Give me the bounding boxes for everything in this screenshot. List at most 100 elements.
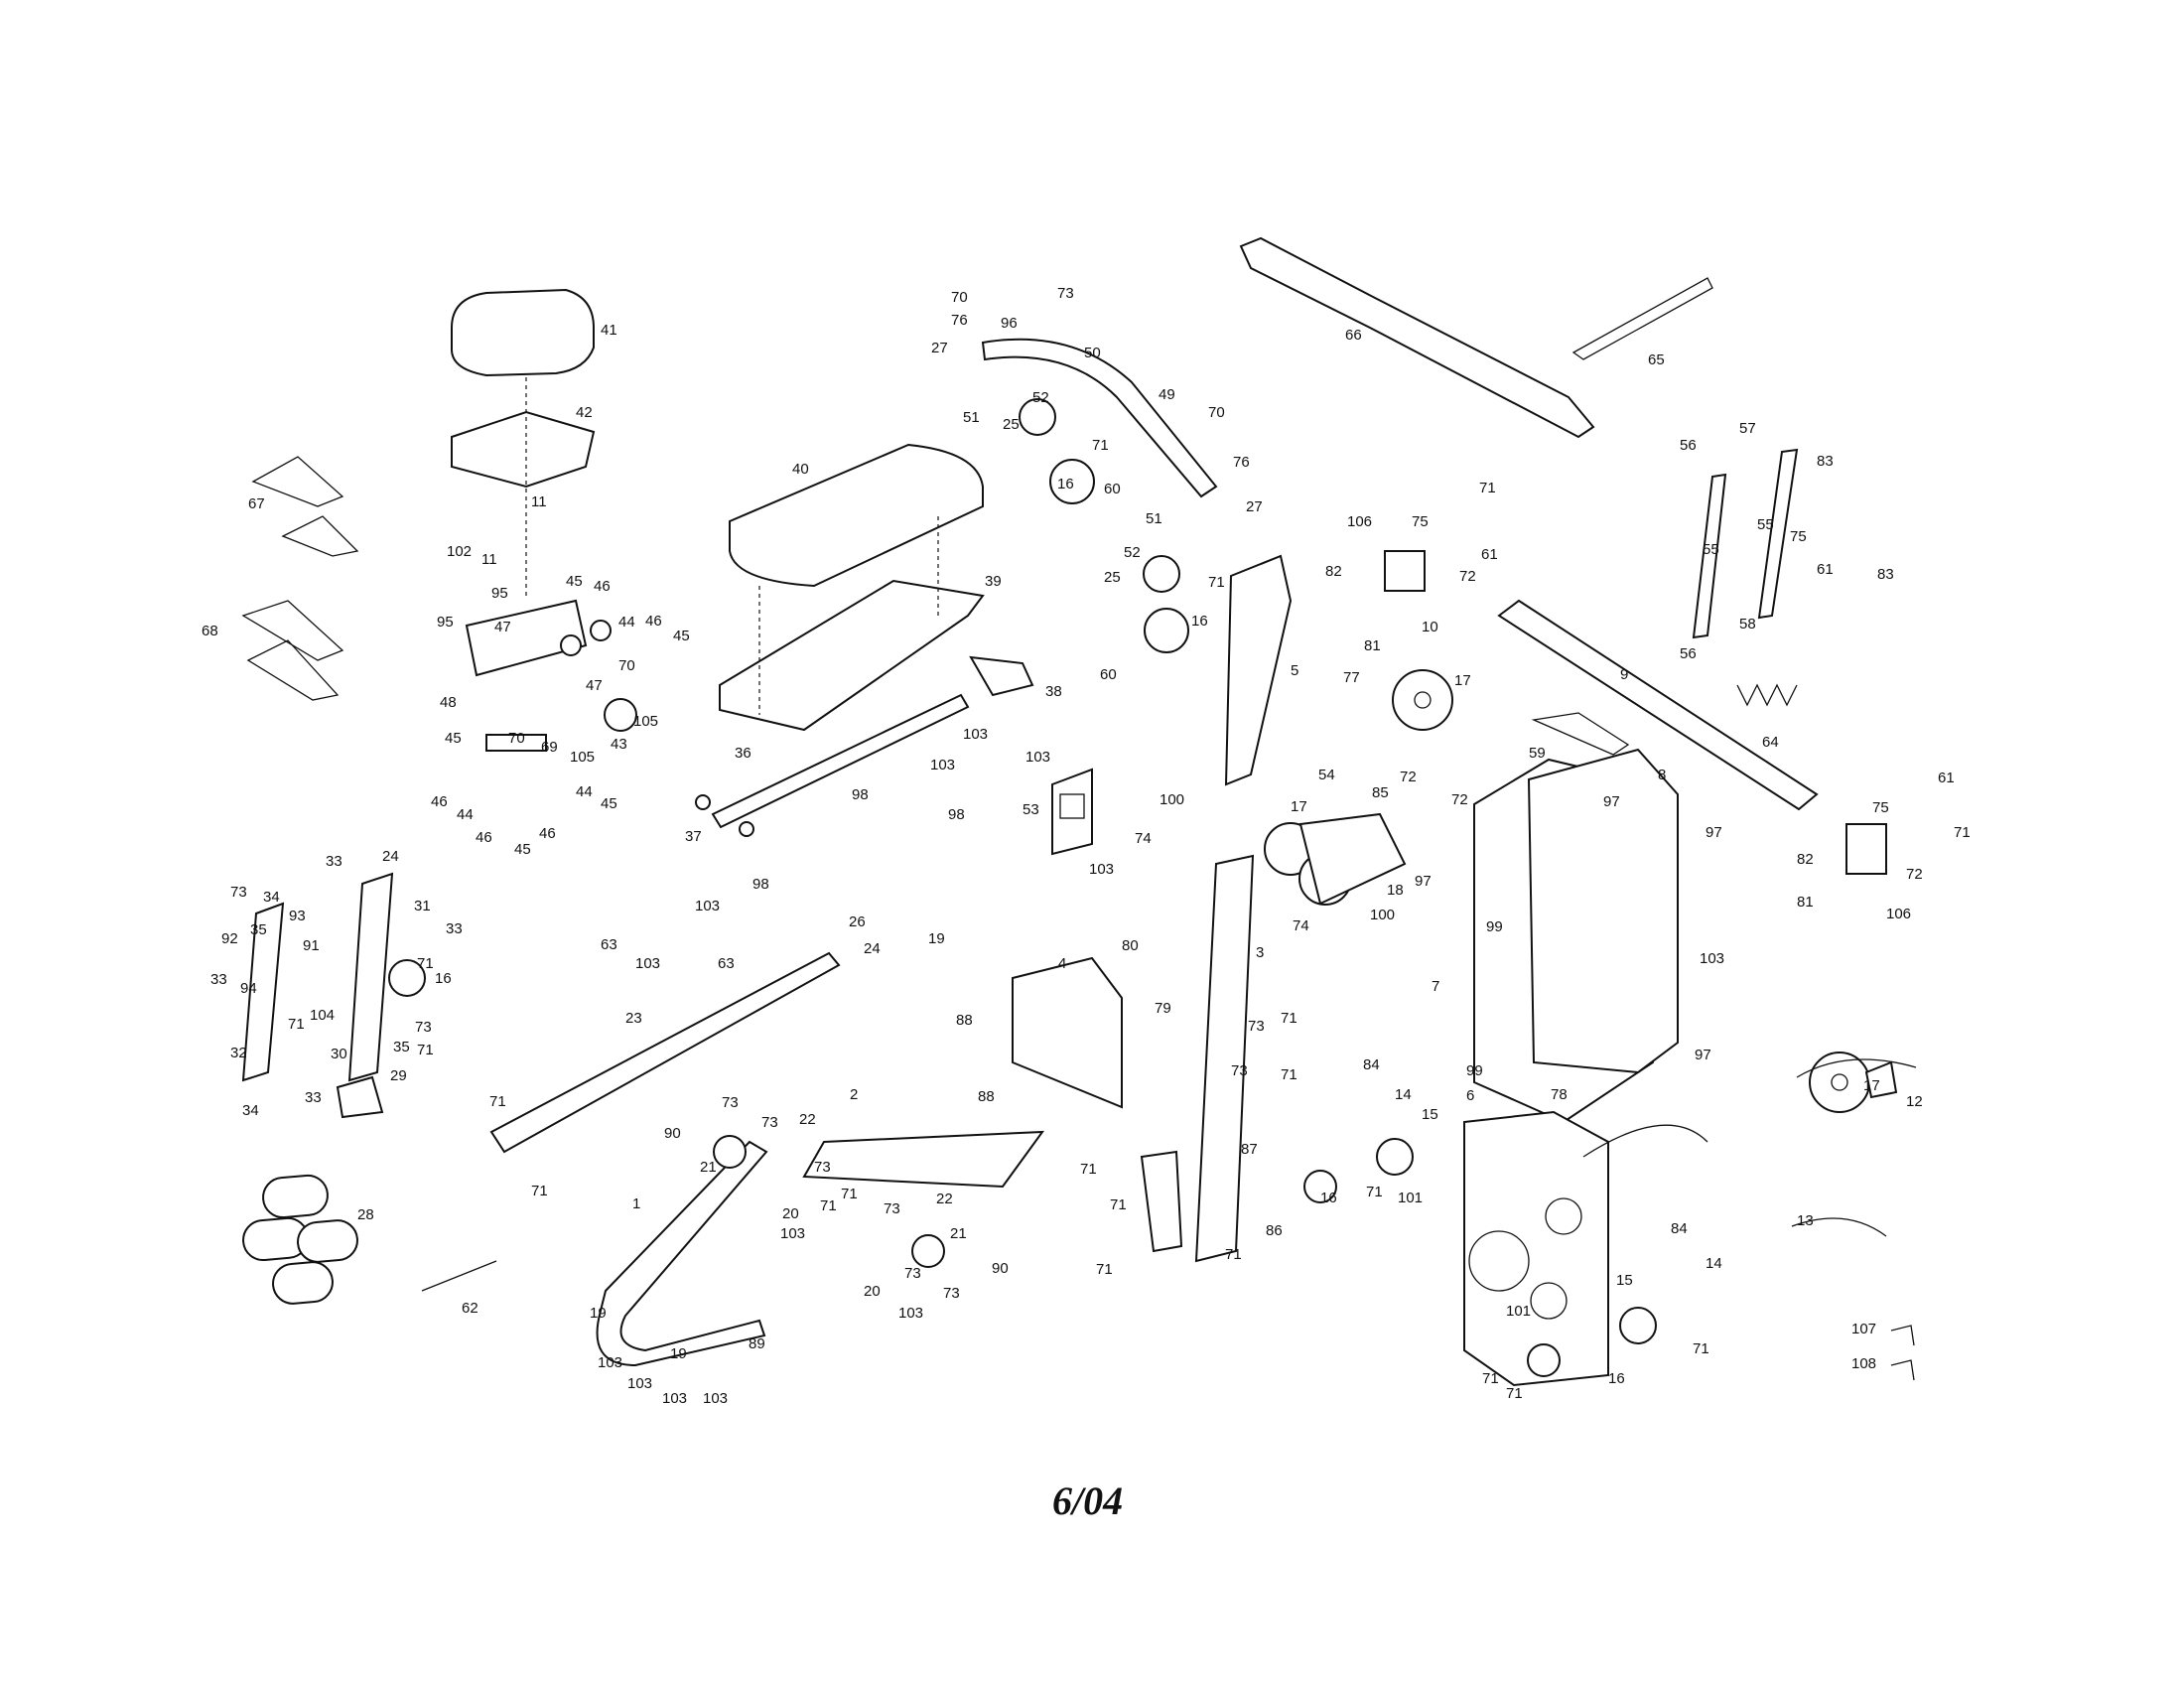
callout-17a: 17 [1454,672,1471,689]
callout-13: 13 [1797,1212,1814,1229]
callout-73k: 73 [943,1285,960,1302]
callout-98a: 98 [852,786,869,803]
console-drawing [1051,768,1093,856]
callout-57: 57 [1739,420,1756,437]
callout-14a: 14 [1395,1086,1412,1103]
callout-56a: 56 [1680,437,1697,454]
callout-41: 41 [601,322,617,339]
small-hardware-drawings [421,683,1798,1292]
callout-22b: 22 [936,1191,953,1207]
callout-82b: 82 [1797,851,1814,868]
callout-24a: 24 [382,848,399,865]
callout-71r: 71 [1366,1184,1383,1200]
callout-16b: 16 [1191,613,1208,630]
callout-45b: 45 [673,628,690,644]
callout-46d: 46 [476,829,492,846]
callout-47b: 47 [586,677,603,694]
callout-96: 96 [1001,315,1018,332]
bench-drawing [695,443,1034,837]
callout-46a: 46 [594,578,611,595]
callout-31: 31 [414,898,431,914]
shroud-drawing [1473,712,1679,1124]
callout-84b: 84 [1671,1220,1688,1237]
callout-35a: 35 [250,921,267,938]
callout-76b: 76 [1233,454,1250,471]
callout-86: 86 [1266,1222,1283,1239]
callout-16a: 16 [1057,476,1074,492]
callout-73i: 73 [884,1200,900,1217]
leg-assembly-drawing [241,872,426,1119]
callout-73e: 73 [1231,1062,1248,1079]
part-callouts: 1 2 3 4 5 6 7 8 9 10 11 11 12 13 14 14 1… [202,285,1971,1407]
callout-71g: 71 [288,1016,305,1033]
callout-63b: 63 [718,955,735,972]
handle-drawings [241,456,359,701]
callout-65: 65 [1648,351,1665,368]
callout-106b: 106 [1886,906,1911,922]
callout-69: 69 [541,739,558,756]
callout-107: 107 [1851,1321,1876,1337]
callout-103j: 103 [627,1375,652,1392]
callout-105a: 105 [633,713,658,730]
callout-73d: 73 [1248,1018,1265,1035]
callout-43: 43 [611,736,627,753]
callout-33c: 33 [210,971,227,988]
callout-99b: 99 [1466,1062,1483,1079]
callout-8: 8 [1658,767,1666,783]
callout-36: 36 [735,745,751,762]
callout-103d: 103 [1089,861,1114,878]
callout-106a: 106 [1347,513,1372,530]
upright-drawing [1140,554,1293,1263]
callout-70c: 70 [618,657,635,674]
callout-71k: 71 [841,1186,858,1202]
callout-71s: 71 [1482,1370,1499,1387]
callout-105b: 105 [570,749,595,766]
callout-51b: 51 [1146,510,1162,527]
callout-52b: 52 [1124,544,1141,561]
callout-61c: 61 [1938,770,1955,786]
callout-25a: 25 [1003,416,1020,433]
callout-58: 58 [1739,616,1756,632]
callout-71t: 71 [1693,1340,1709,1357]
callout-101a: 101 [1398,1190,1423,1206]
callout-71b: 71 [1208,574,1225,591]
callout-103h: 103 [898,1305,923,1322]
callout-7: 7 [1432,978,1439,995]
callout-63a: 63 [601,936,617,953]
callout-73g: 73 [761,1114,778,1131]
callout-25b: 25 [1104,569,1121,586]
callout-75a: 75 [1412,513,1429,530]
callout-47a: 47 [494,619,511,635]
callout-51a: 51 [963,409,980,426]
callout-98c: 98 [752,876,769,893]
callout-18: 18 [1387,882,1404,899]
callout-79: 79 [1155,1000,1171,1017]
callout-45d: 45 [601,795,617,812]
callout-95b: 95 [437,614,454,631]
callout-19b: 19 [590,1305,607,1322]
callout-11b: 11 [531,493,547,510]
callout-21a: 21 [700,1159,717,1176]
callout-2: 2 [850,1086,858,1103]
callout-104: 104 [310,1007,335,1024]
callout-71j: 71 [820,1197,837,1214]
callout-73a: 73 [1057,285,1074,302]
callout-72a: 72 [1459,568,1476,585]
callout-55b: 55 [1703,541,1719,558]
callout-103b: 103 [930,757,955,773]
callout-103i: 103 [598,1354,622,1371]
callout-90a: 90 [664,1125,681,1142]
callout-71c: 71 [1479,480,1496,496]
base-drawing [489,951,1045,1367]
callout-35b: 35 [393,1039,410,1055]
callout-71h: 71 [489,1093,506,1110]
callout-15b: 15 [1616,1272,1633,1289]
callout-14b: 14 [1706,1255,1722,1272]
callout-19a: 19 [928,930,945,947]
callout-71i: 71 [531,1183,548,1199]
callout-67: 67 [248,495,265,512]
callout-103c: 103 [1025,749,1050,766]
callout-38: 38 [1045,683,1062,700]
callout-73h: 73 [814,1159,831,1176]
